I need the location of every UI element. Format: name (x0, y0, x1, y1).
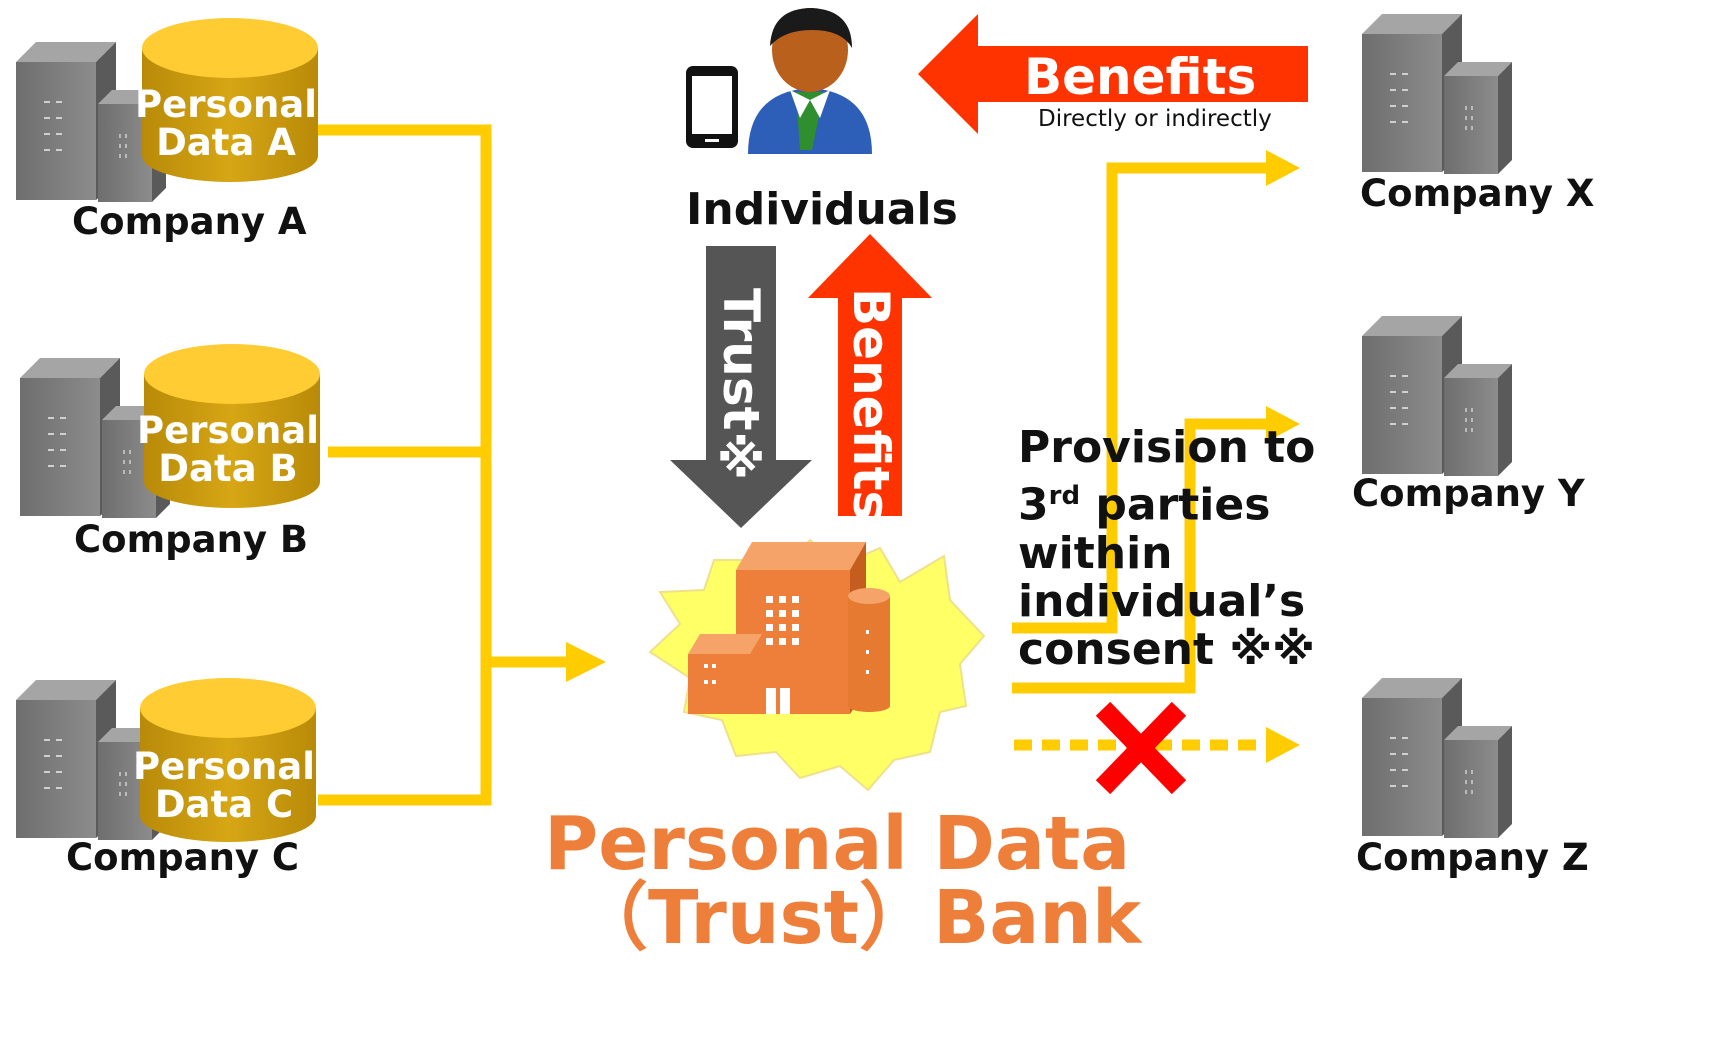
server-icon (1361, 677, 1513, 839)
company-y-label: Company Y (1352, 472, 1585, 515)
database-label-c: Personal Data C (124, 748, 324, 824)
person-icon (748, 8, 872, 154)
provision-text: Provision to 3rd parties within individu… (1018, 424, 1315, 674)
company-z-label: Company Z (1356, 836, 1589, 879)
arrow-to-company-y (1266, 406, 1300, 442)
provision-parties: parties (1080, 479, 1271, 531)
database-label-line1: Personal (135, 83, 317, 126)
company-c-label: Company C (66, 836, 300, 879)
database-label-a: Personal Data A (126, 86, 326, 162)
company-a-label: Company A (72, 200, 307, 243)
benefits-top-title: Benefits (1024, 48, 1257, 106)
provision-line1: Provision to (1018, 422, 1316, 473)
provision-line3: within (1018, 527, 1173, 579)
bank-building-icon (688, 542, 890, 714)
benefits-arrow-label: Benefits (842, 288, 900, 521)
collector-lines (318, 124, 570, 806)
server-icon (1361, 315, 1513, 477)
database-label-line2: Data C (154, 783, 294, 826)
company-x-label: Company X (1360, 172, 1595, 215)
benefits-top-arrow (918, 14, 1308, 134)
individuals-label: Individuals (686, 184, 958, 235)
cross-icon (1095, 701, 1187, 795)
bank-title-line2: （Trust）Bank (574, 875, 1142, 961)
provision-line4: individual’s (1018, 575, 1306, 627)
database-label-line1: Personal (137, 409, 319, 452)
database-label-line1: Personal (133, 745, 315, 788)
arrow-to-bank (566, 642, 606, 682)
smartphone-icon (686, 66, 738, 148)
trust-arrow-label: Trust※ (712, 288, 770, 489)
arrow-to-company-z (1266, 727, 1300, 763)
provision-ordinal-suffix: rd (1048, 481, 1081, 511)
database-label-line2: Data A (156, 121, 296, 164)
benefits-up-arrow (808, 234, 932, 516)
trust-arrow (670, 246, 812, 528)
provision-lines (1012, 162, 1270, 694)
server-icon (1361, 13, 1513, 175)
company-b-label: Company B (74, 518, 309, 561)
provision-line2: 3rd parties (1018, 472, 1315, 530)
database-label-b: Personal Data B (128, 412, 328, 488)
provision-line5: consent ※※ (1018, 623, 1315, 675)
benefits-top-subtitle: Directly or indirectly (1038, 106, 1272, 132)
provision-ordinal: 3 (1018, 479, 1049, 531)
database-label-line2: Data B (158, 447, 298, 490)
arrow-to-company-x (1266, 150, 1300, 186)
bank-title-line1: Personal Data (544, 801, 1131, 887)
